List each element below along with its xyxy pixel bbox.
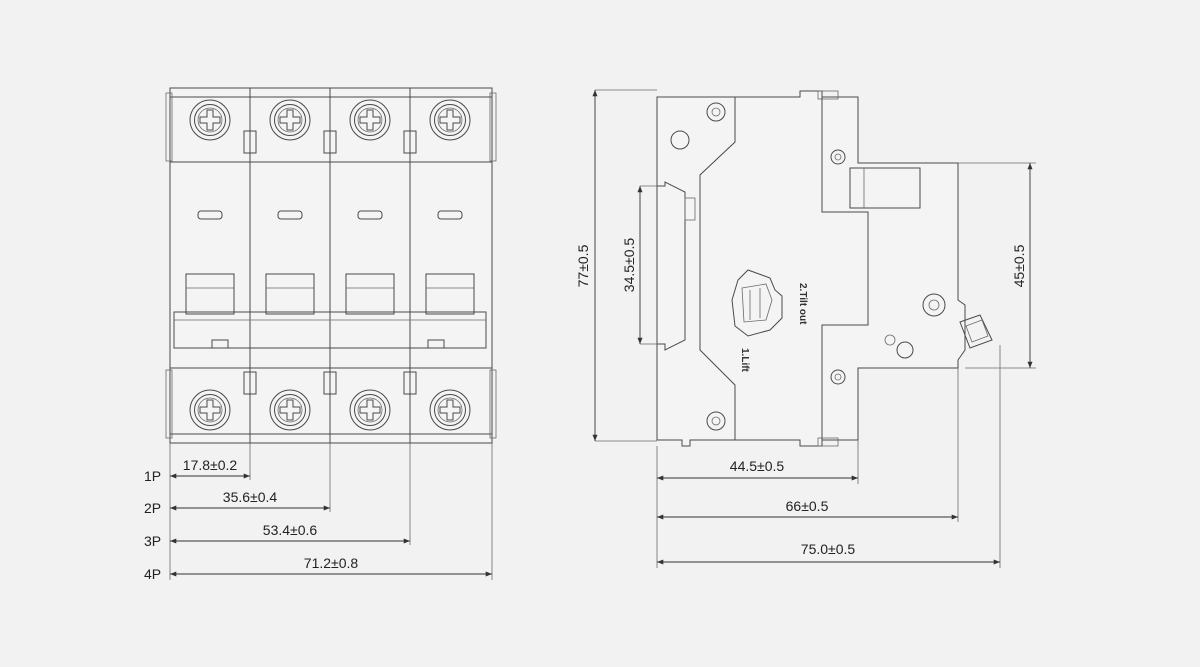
step-lift-label: 1.Lift bbox=[739, 348, 750, 373]
pole-label-1p: 1P bbox=[144, 468, 161, 484]
terminal-screw bbox=[269, 99, 311, 141]
terminal-screw bbox=[429, 389, 471, 431]
terminal-screw bbox=[189, 99, 231, 141]
terminal-screw bbox=[429, 99, 471, 141]
indicator-window bbox=[197, 210, 223, 220]
indicator-window bbox=[277, 210, 303, 220]
width-1p-value: 17.8±0.2 bbox=[183, 457, 238, 473]
depth-2-value: 66±0.5 bbox=[786, 498, 829, 514]
terminal-screw bbox=[349, 99, 391, 141]
pole-label-3p: 3P bbox=[144, 533, 161, 549]
terminal-screw bbox=[349, 389, 391, 431]
indicator-window bbox=[437, 210, 463, 220]
breaker-side-body bbox=[656, 90, 966, 447]
toggle-levers bbox=[185, 273, 475, 315]
terminal-screw bbox=[269, 389, 311, 431]
pole-label-2p: 2P bbox=[144, 500, 161, 516]
height-rail-value: 45±0.5 bbox=[1011, 244, 1027, 287]
width-3p-value: 53.4±0.6 bbox=[263, 522, 318, 538]
height-total-value: 77±0.5 bbox=[575, 244, 591, 287]
depth-1-value: 44.5±0.5 bbox=[730, 458, 785, 474]
side-view: 2.Tilt out 1.Lift 77±0.5 34.5±0.5 45±0.5… bbox=[575, 89, 1036, 568]
indicator-window bbox=[357, 210, 383, 220]
step-tilt-out-label: 2.Tilt out bbox=[797, 283, 808, 325]
depth-3-value: 75.0±0.5 bbox=[801, 541, 856, 557]
height-window-value: 34.5±0.5 bbox=[621, 238, 637, 293]
terminal-screw bbox=[189, 389, 231, 431]
width-4p-value: 71.2±0.8 bbox=[304, 555, 359, 571]
pole-label-4p: 4P bbox=[144, 566, 161, 582]
mounting-instruction-icon bbox=[731, 269, 783, 337]
width-2p-value: 35.6±0.4 bbox=[223, 489, 278, 505]
front-view: 17.8±0.2 35.6±0.4 53.4±0.6 71.2±0.8 1P 2… bbox=[144, 87, 497, 582]
breaker-front-body bbox=[169, 87, 493, 444]
handle-tie-bar bbox=[173, 311, 487, 349]
